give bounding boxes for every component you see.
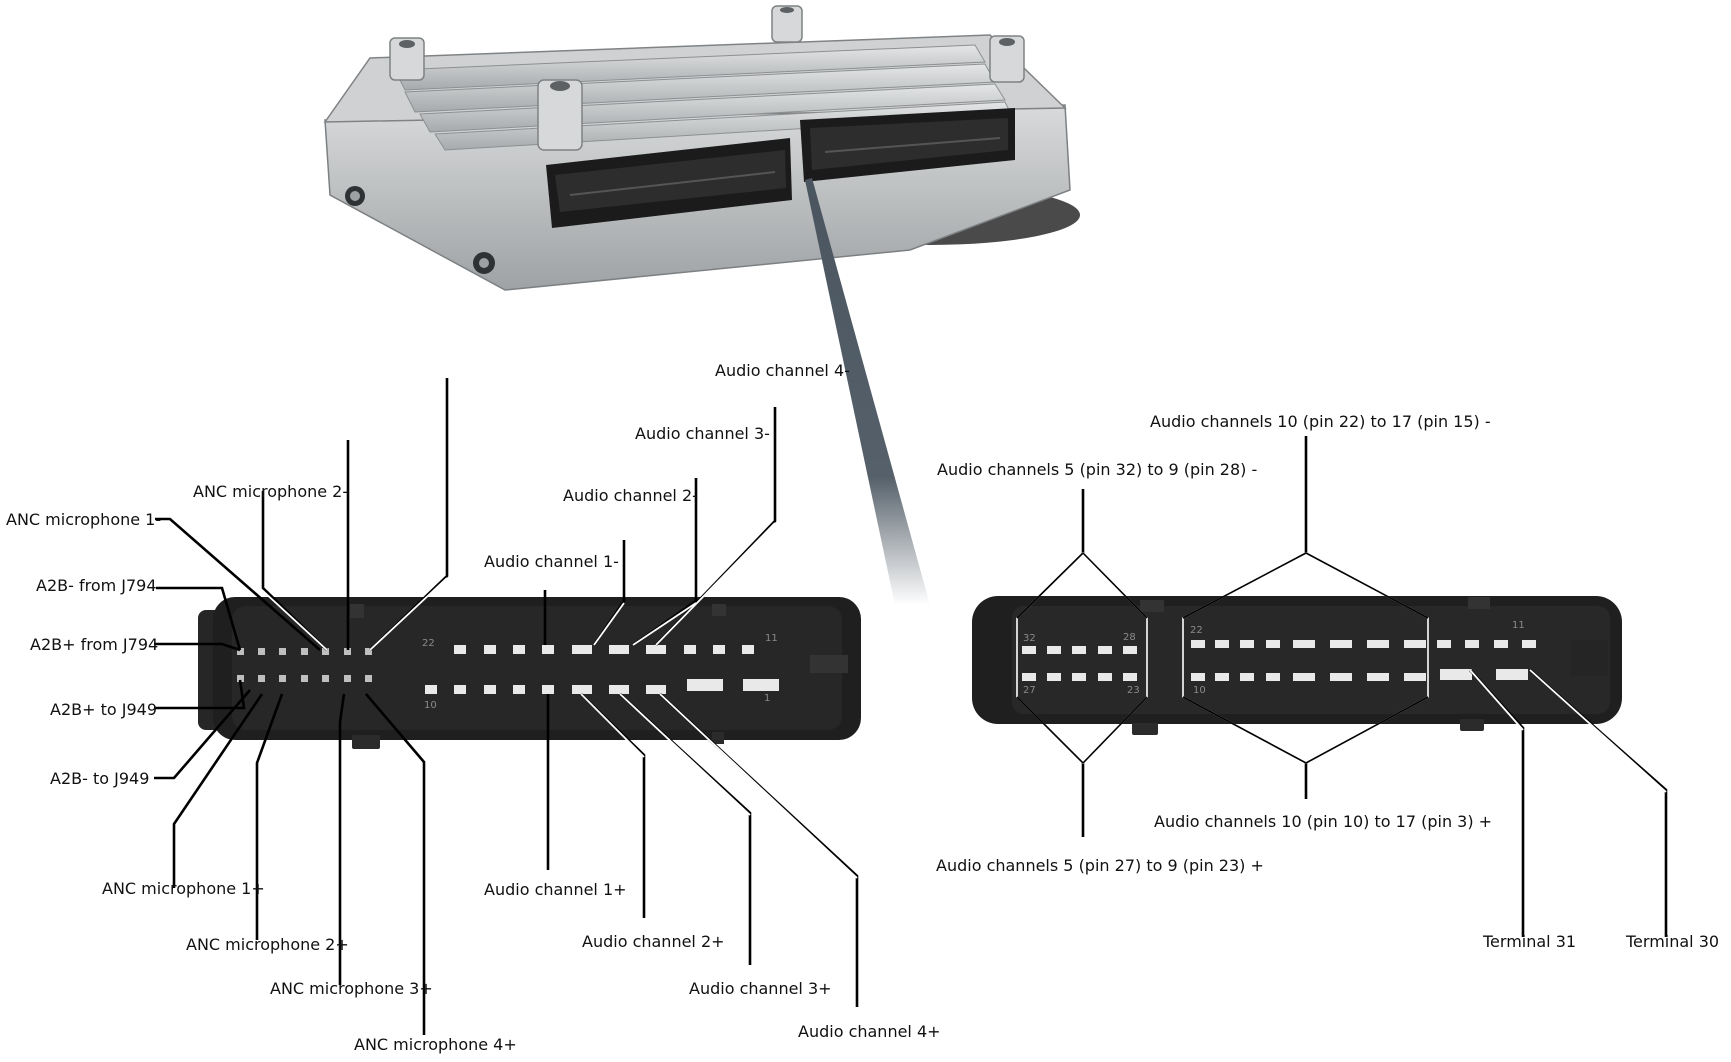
- left-pin-10-label: 10: [424, 700, 437, 711]
- label-anc-mic2-plus: ANC microphone 2+: [186, 935, 349, 954]
- right-pin-32-label: 32: [1023, 633, 1036, 644]
- label-audio2-minus: Audio channel 2-: [563, 486, 698, 505]
- label-audio1-minus: Audio channel 1-: [484, 552, 619, 571]
- labels: ANC microphone 1- ANC microphone 2- A2B-…: [6, 361, 1719, 1054]
- right-pin-10-label: 10: [1193, 685, 1206, 696]
- label-ch10-17-plus: Audio channels 10 (pin 10) to 17 (pin 3)…: [1154, 812, 1492, 831]
- label-audio3-minus: Audio channel 3-: [635, 424, 770, 443]
- right-pin-23-label: 23: [1127, 685, 1140, 696]
- label-terminal-30: Terminal 30: [1625, 932, 1719, 951]
- label-audio3-plus: Audio channel 3+: [689, 979, 832, 998]
- label-anc-mic1-minus: ANC microphone 1-: [6, 510, 161, 529]
- label-a2b-plus-from: A2B+ from J794: [30, 635, 158, 654]
- label-ch10-17-minus: Audio channels 10 (pin 22) to 17 (pin 15…: [1150, 412, 1491, 431]
- right-pin-22-label: 22: [1190, 625, 1203, 636]
- label-anc-mic2-minus: ANC microphone 2-: [193, 482, 348, 501]
- label-ch5-9-plus: Audio channels 5 (pin 27) to 9 (pin 23) …: [936, 856, 1264, 875]
- right-pin-28-label: 28: [1123, 632, 1136, 643]
- right-pin-27-label: 27: [1023, 685, 1036, 696]
- label-anc-mic3-plus: ANC microphone 3+: [270, 979, 433, 998]
- left-pin-22-label: 22: [422, 638, 435, 649]
- right-leader-lines: [1016, 436, 1668, 937]
- label-audio1-plus: Audio channel 1+: [484, 880, 627, 899]
- label-a2b-minus-from: A2B- from J794: [36, 576, 157, 595]
- left-pin-1-label: 1: [764, 693, 770, 704]
- callout-wedge: [805, 178, 930, 605]
- right-connector: 32 28 22 11 27 23 10: [972, 596, 1622, 735]
- left-leader-lines: [154, 378, 859, 1035]
- label-a2b-plus-to: A2B+ to J949: [50, 700, 157, 719]
- label-audio4-minus: Audio channel 4-: [715, 361, 850, 380]
- label-audio2-plus: Audio channel 2+: [582, 932, 725, 951]
- right-pin-11-label: 11: [1512, 620, 1525, 631]
- left-pin-11-label: 11: [765, 633, 778, 644]
- label-terminal-31: Terminal 31: [1482, 932, 1576, 951]
- amplifier-unit-image: [323, 5, 1080, 291]
- label-ch5-9-minus: Audio channels 5 (pin 32) to 9 (pin 28) …: [937, 460, 1257, 479]
- label-a2b-minus-to: A2B- to J949: [50, 769, 149, 788]
- label-anc-mic1-plus: ANC microphone 1+: [102, 879, 265, 898]
- label-anc-mic4-plus: ANC microphone 4+: [354, 1035, 517, 1054]
- label-audio4-plus: Audio channel 4+: [798, 1022, 941, 1041]
